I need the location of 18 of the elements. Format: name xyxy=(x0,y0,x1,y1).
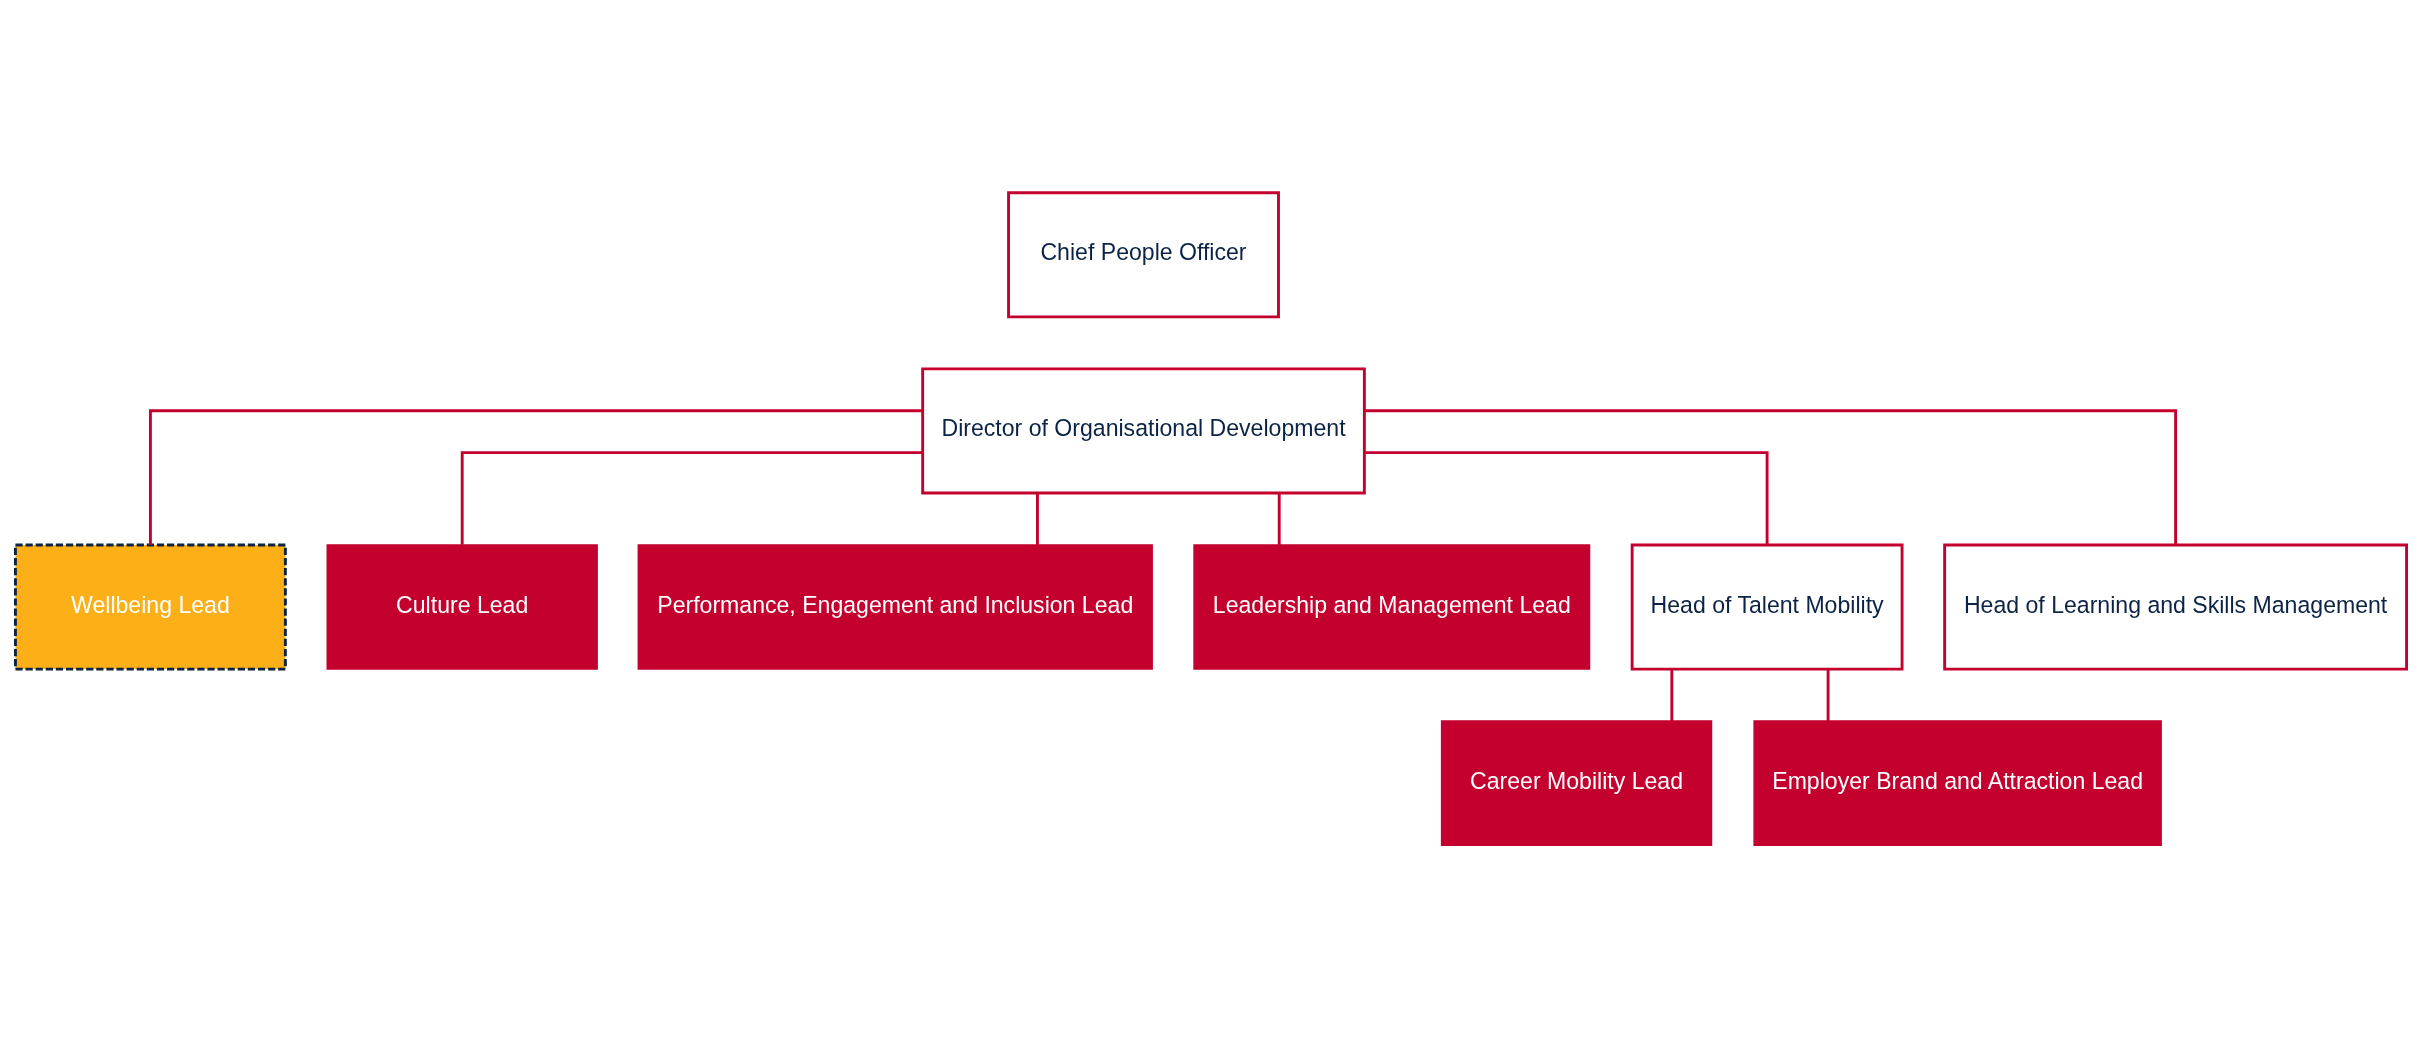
connector xyxy=(1277,493,1281,545)
connector xyxy=(148,409,923,545)
connector xyxy=(1670,669,1674,722)
node-box: Leadership and Management Lead xyxy=(1193,544,1591,670)
node-box: Wellbeing Lead xyxy=(14,543,287,671)
node-box: Performance, Engagement and Inclusion Lead xyxy=(637,544,1153,670)
node-box: Director of Organisational Development xyxy=(921,367,1366,495)
node-box: Head of Learning and Skills Management xyxy=(1943,543,2408,671)
node-box: Culture Lead xyxy=(326,544,598,670)
node-box: Chief People Officer xyxy=(1007,191,1280,319)
connector xyxy=(1826,669,1830,722)
connector xyxy=(460,451,923,545)
connector xyxy=(1364,409,2178,545)
connector xyxy=(1035,493,1039,545)
node-box: Head of Talent Mobility xyxy=(1630,543,1904,671)
connector xyxy=(1364,451,1769,545)
node-box: Employer Brand and Attraction Lead xyxy=(1753,720,2162,846)
node-box: Career Mobility Lead xyxy=(1440,720,1713,846)
